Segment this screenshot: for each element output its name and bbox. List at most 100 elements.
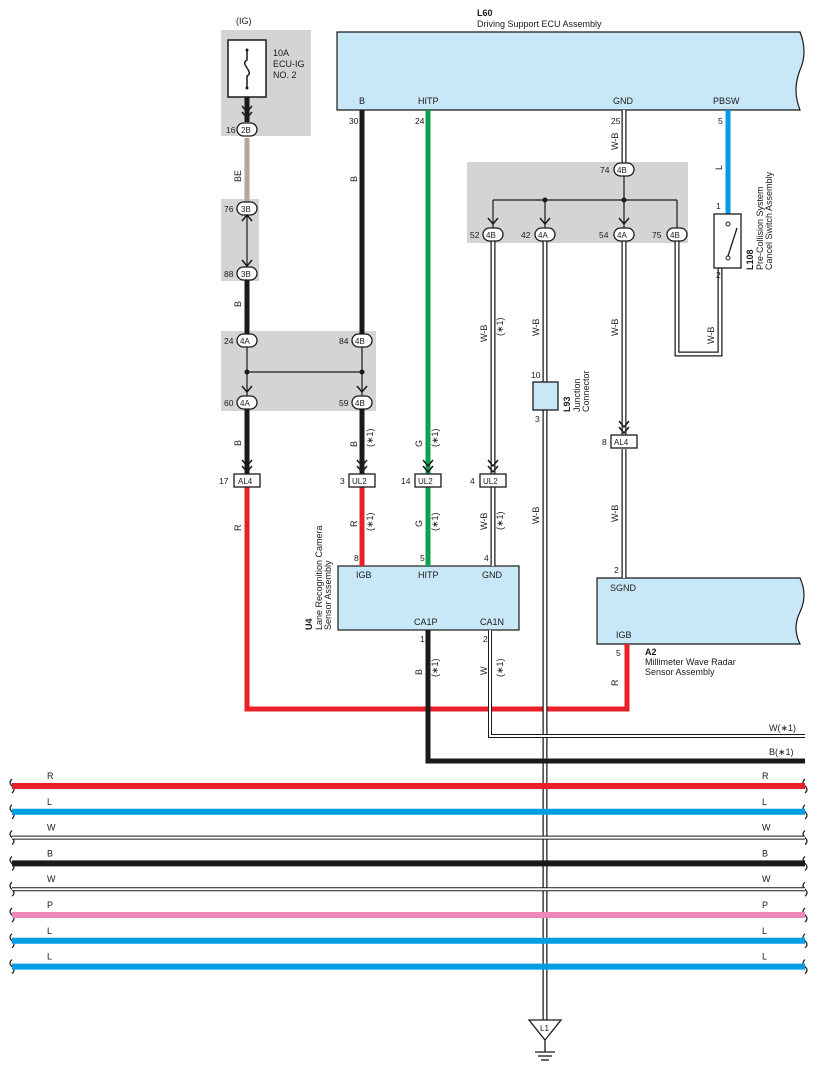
svg-text:4A: 4A bbox=[617, 231, 627, 240]
l60-terminal-hitp: HITP bbox=[418, 96, 439, 106]
svg-text:4A: 4A bbox=[240, 399, 250, 408]
l60-ecu-box bbox=[336, 31, 805, 111]
harness-wire-label: W bbox=[762, 874, 771, 884]
junction-74-4b: 4B 74 bbox=[600, 162, 635, 177]
svg-text:(∗1): (∗1) bbox=[365, 512, 375, 531]
svg-text:(∗1): (∗1) bbox=[495, 658, 505, 677]
a2-code: A2 bbox=[645, 647, 657, 657]
svg-text:4A: 4A bbox=[538, 231, 548, 240]
svg-text:4B: 4B bbox=[355, 337, 365, 346]
svg-text:AL4: AL4 bbox=[614, 438, 629, 447]
svg-text:5: 5 bbox=[718, 116, 723, 126]
a2-terminal-igb: IGB bbox=[616, 630, 632, 640]
output-label-w-star: W(∗1) bbox=[769, 723, 796, 733]
svg-text:24: 24 bbox=[224, 336, 234, 346]
svg-text:BE: BE bbox=[233, 170, 243, 182]
svg-text:1: 1 bbox=[716, 201, 721, 211]
svg-text:L1: L1 bbox=[540, 1024, 549, 1033]
svg-text:24: 24 bbox=[415, 116, 425, 126]
junction-75-4b: 4B 75 bbox=[652, 227, 688, 242]
svg-text:54: 54 bbox=[599, 230, 609, 240]
l108-cancel-switch: 1 2 L108 Pre-Collision System Cancel Swi… bbox=[713, 171, 774, 280]
svg-text:8: 8 bbox=[354, 553, 359, 563]
svg-text:(∗1): (∗1) bbox=[365, 428, 375, 447]
a2-terminal-sgnd: SGND bbox=[610, 583, 637, 593]
junction-59-4b: 4B 59 bbox=[339, 395, 373, 410]
l60-name: Driving Support ECU Assembly bbox=[477, 19, 602, 29]
inline-ul2-b: UL2 3 bbox=[340, 473, 376, 488]
harness-wire-label: P bbox=[762, 900, 768, 910]
svg-text:3: 3 bbox=[535, 414, 540, 424]
svg-text:4: 4 bbox=[484, 553, 489, 563]
harness-wire-label: L bbox=[762, 952, 767, 962]
harness-wire-label: B bbox=[47, 848, 53, 858]
u4-terminal-ca1n: CA1N bbox=[480, 617, 504, 627]
svg-text:4B: 4B bbox=[617, 166, 627, 175]
svg-text:3B: 3B bbox=[241, 270, 251, 279]
svg-text:(∗1): (∗1) bbox=[495, 317, 505, 336]
svg-text:B: B bbox=[349, 441, 359, 447]
svg-text:74: 74 bbox=[600, 165, 610, 175]
svg-text:R: R bbox=[349, 520, 359, 527]
l60-terminal-gnd: GND bbox=[613, 96, 634, 106]
svg-text:Connector: Connector bbox=[581, 370, 591, 412]
svg-text:16: 16 bbox=[226, 125, 236, 135]
svg-text:G: G bbox=[414, 440, 424, 447]
svg-text:Cancel Switch Assembly: Cancel Switch Assembly bbox=[764, 171, 774, 270]
svg-text:17: 17 bbox=[219, 476, 229, 486]
connector-2b: 2B 16 bbox=[226, 122, 258, 137]
junction-54-4a: 4A 54 bbox=[599, 227, 635, 242]
harness-wire-label: L bbox=[47, 952, 52, 962]
svg-text:5: 5 bbox=[420, 553, 425, 563]
harness-wire-label: R bbox=[47, 771, 54, 781]
fuse-name-line2: NO. 2 bbox=[273, 70, 297, 80]
svg-text:4B: 4B bbox=[486, 231, 496, 240]
l108-code: L108 bbox=[745, 249, 755, 270]
svg-text:52: 52 bbox=[470, 230, 480, 240]
svg-text:3B: 3B bbox=[241, 205, 251, 214]
svg-text:R: R bbox=[610, 679, 620, 686]
fuse-supply-label: (IG) bbox=[236, 16, 252, 26]
u4-terminal-ca1p: CA1P bbox=[414, 617, 438, 627]
l60-code: L60 bbox=[477, 8, 493, 18]
svg-text:2B: 2B bbox=[241, 126, 251, 135]
fuse-ecu-ig-no2: (IG) 10A ECU-IG NO. 2 bbox=[227, 16, 305, 98]
harness-wire-label: L bbox=[47, 926, 52, 936]
harness-wire-label: B bbox=[762, 848, 768, 858]
junction-24-4a: 4A 24 bbox=[224, 333, 258, 348]
switch-icon bbox=[727, 227, 738, 257]
svg-text:W-B: W-B bbox=[610, 133, 620, 150]
svg-text:W-B: W-B bbox=[531, 507, 541, 524]
l93-junction-connector: 10 3 L93 Junction Connector bbox=[531, 370, 591, 424]
u4-camera: IGB HITP GND CA1P CA1N U4 Lane Recogniti… bbox=[304, 525, 520, 631]
harness-wire-label: L bbox=[762, 926, 767, 936]
fuse-rating: 10A bbox=[273, 48, 289, 58]
svg-text:8: 8 bbox=[602, 437, 607, 447]
svg-text:B: B bbox=[233, 301, 243, 307]
fuse-icon bbox=[244, 50, 250, 88]
svg-text:G: G bbox=[414, 520, 424, 527]
svg-text:(∗1): (∗1) bbox=[430, 512, 440, 531]
u4-terminal-igb: IGB bbox=[356, 570, 372, 580]
svg-text:10: 10 bbox=[531, 370, 541, 380]
pin-numbers: 30 24 25 5 8 5 4 1 2 2 5 bbox=[349, 116, 723, 658]
svg-text:(∗1): (∗1) bbox=[495, 511, 505, 530]
inline-ul2-g: UL2 14 bbox=[401, 473, 442, 488]
svg-text:2: 2 bbox=[483, 634, 488, 644]
a2-name-line2: Sensor Assembly bbox=[645, 667, 715, 677]
svg-text:2: 2 bbox=[716, 270, 721, 280]
u4-name-line1: Lane Recognition Camera bbox=[314, 525, 324, 630]
svg-text:B: B bbox=[233, 440, 243, 446]
svg-text:30: 30 bbox=[349, 116, 359, 126]
svg-text:4B: 4B bbox=[355, 399, 365, 408]
junction-84-4b: 4B 84 bbox=[339, 333, 373, 348]
svg-text:R: R bbox=[233, 524, 243, 531]
svg-text:UL2: UL2 bbox=[352, 477, 367, 486]
wire-red-igb bbox=[244, 487, 630, 712]
